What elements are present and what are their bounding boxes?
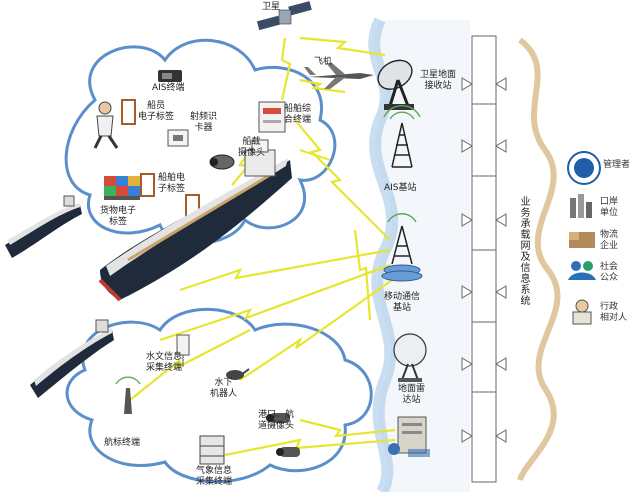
label-logistics: 物流 企业 (600, 230, 619, 251)
label-hydro-terminal: 水文信息 采集终端 (146, 352, 183, 373)
satellite-icon (256, 1, 312, 31)
buoy-icon (115, 376, 141, 414)
label-network-system: 业务承载网及信息系统 (518, 196, 529, 306)
ais-terminal-icon (158, 70, 182, 82)
label-underwater-robot: 水下 机器人 (210, 378, 238, 399)
server-icon (388, 416, 430, 457)
antenna-tower-icon (383, 105, 421, 168)
label-admin: 行政 相对人 (600, 302, 628, 323)
label-cabin-camera: 船载 摄像头 (238, 137, 266, 158)
label-port-units: 口岸 单位 (600, 197, 619, 218)
logistics-icon (569, 232, 595, 248)
antenna-tower-icon (381, 213, 423, 282)
label-hull-reader: 射频识 卡器 (190, 112, 218, 133)
links (129, 36, 396, 457)
label-ship-tag: 船舶电 子标签 (158, 173, 186, 194)
label-aircraft: 飞机 (314, 57, 333, 67)
label-weather-terminal: 气象信息 采集终端 (196, 466, 233, 487)
label-port-camera: 港口、航 道摄像头 (258, 410, 295, 431)
radar-dish-icon (393, 333, 427, 382)
label-sat-ground: 卫星地面 接收站 (420, 70, 457, 91)
ship-icon (5, 195, 82, 258)
cargo-icon (104, 176, 140, 200)
managers-seal-icon (567, 151, 601, 185)
camera-icon (276, 447, 300, 457)
airplane-icon (304, 63, 374, 89)
ship-icon (30, 319, 114, 398)
label-managers: 管理者 (603, 160, 631, 170)
server-icon (258, 101, 286, 133)
public-icon (568, 261, 596, 280)
label-crew-tag: 船员 电子标签 (138, 101, 175, 122)
crew-icon (93, 101, 119, 149)
admin-icon (572, 299, 592, 325)
camera-icon (266, 413, 290, 423)
radar-dish-icon (377, 59, 414, 110)
robot-icon (226, 368, 250, 380)
weather-station-icon (199, 435, 225, 465)
label-nav-terminal: 航标终端 (104, 438, 141, 448)
port-cloud (65, 307, 373, 483)
label-shore-station: 地面雷 达站 (398, 384, 426, 405)
label-ais-base: AIS基站 (384, 183, 417, 193)
label-public: 社会 公众 (600, 262, 619, 283)
camera-icon (209, 154, 235, 170)
label-cargo-tag: 货物电子 标签 (100, 206, 137, 227)
sensor-icon (176, 334, 190, 367)
ship-icon (98, 139, 292, 302)
port-units-icon (570, 194, 592, 218)
label-integrated-ship: 船舶综 合终端 (284, 104, 312, 125)
label-satellite: 卫星 (262, 2, 281, 12)
label-mobile-base: 移动通信 基站 (384, 292, 421, 313)
label-ais-terminal: AIS终端 (152, 83, 185, 93)
ship-cloud (64, 38, 337, 245)
rfid-reader-icon (167, 129, 189, 147)
